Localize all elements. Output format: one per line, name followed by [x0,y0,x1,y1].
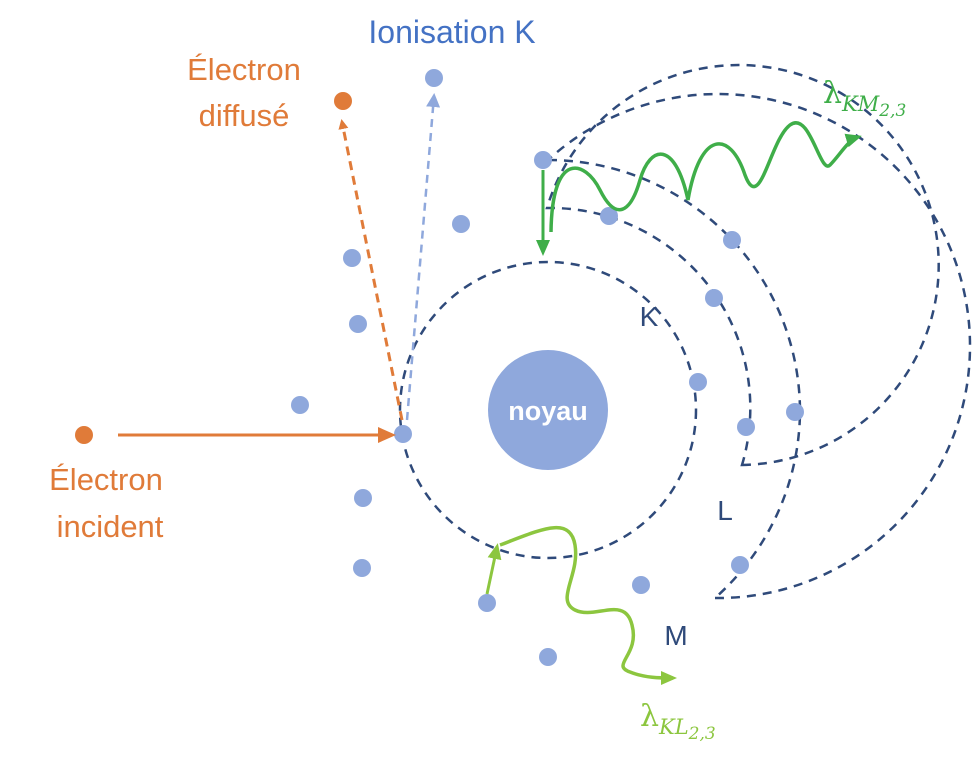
incident-label-line2: incident [57,509,164,544]
electron [452,215,470,233]
scattered-label-line2: diffusé [199,98,290,133]
shell-l-label: L [717,495,733,526]
electron [705,289,723,307]
scattered-electron [334,92,352,110]
shell-m [547,92,972,600]
electron [731,556,749,574]
shell-l [545,63,940,467]
electron [353,559,371,577]
electron [349,315,367,333]
incident-label-line1: Électron [49,462,163,497]
lambda-km-label: λKM2,3 [823,76,906,121]
shell-k-label: K [640,301,659,332]
electron [534,151,552,169]
electron [343,249,361,267]
nucleus-label: noyau [508,396,588,426]
shell-k [420,545,690,640]
shell-m-gap-right [547,158,802,599]
shell-m-label: M [664,620,687,651]
electron [291,396,309,414]
lambda-kl-label: λKL2,3 [640,699,716,744]
electron [786,403,804,421]
photon-km-wave [549,121,862,233]
scattered-arrow [338,119,404,421]
electron [689,373,707,391]
photon-kl-wave [499,526,677,685]
electrons [291,151,804,666]
electron [737,418,755,436]
electron [478,594,496,612]
ionisation-arrow [405,93,441,421]
ejected-electron [425,69,443,87]
electron [723,231,741,249]
electron [632,576,650,594]
electron [354,489,372,507]
ionisation-label: Ionisation K [368,14,535,50]
scattered-label-line1: Électron [187,52,301,87]
shell-k-ring [398,260,698,560]
transition-l-k-arrow [485,543,502,595]
electron [539,648,557,666]
incident-electron [75,426,93,444]
nucleus [488,350,608,470]
electron [600,207,618,225]
electron [394,425,412,443]
